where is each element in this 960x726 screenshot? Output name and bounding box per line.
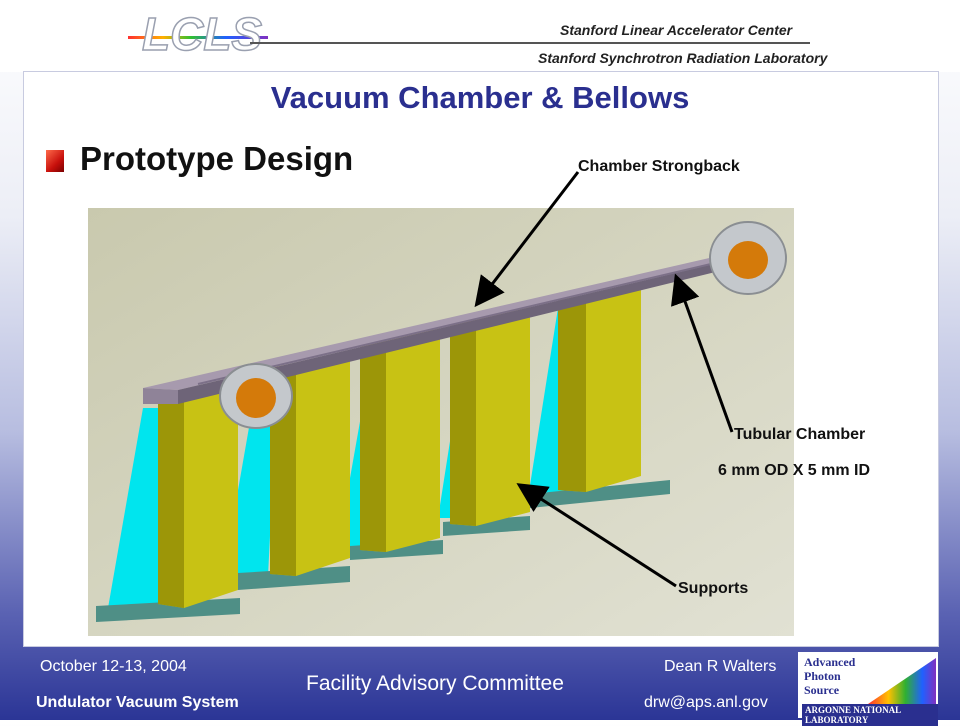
footer-presenter: Dean R Walters: [664, 658, 777, 675]
footer-email: drw@aps.anl.gov: [644, 694, 768, 711]
callout-tubular-chamber: Tubular Chamber: [734, 426, 866, 443]
bullet-icon: [46, 150, 64, 172]
svg-text:LCLS: LCLS: [142, 8, 262, 60]
strongback-groove: [197, 259, 729, 385]
slide-subtitle: Prototype Design: [80, 140, 354, 177]
prototype-render: [88, 208, 794, 636]
support-plate-edge: [360, 338, 386, 552]
footer-date: October 12-13, 2004: [40, 658, 187, 675]
chamber-strongback: [143, 256, 748, 390]
support-base: [96, 598, 240, 622]
header-band: LCLS Stanford Linear Accelerator Center …: [0, 0, 960, 72]
footer-committee: Facility Advisory Committee: [306, 672, 564, 695]
aps-logo-lab: ARGONNE NATIONAL LABORATORY: [802, 704, 938, 726]
org-line-2: Stanford Synchrotron Radiation Laborator…: [538, 50, 828, 66]
callout-tubular-dimensions: 6 mm OD X 5 mm ID: [718, 462, 871, 479]
support-plate-edge: [450, 316, 476, 526]
aps-logo-line-2: Photon: [804, 669, 841, 683]
support-base: [238, 566, 350, 590]
callout-supports: Supports: [678, 580, 749, 597]
flange-near-core: [236, 378, 276, 418]
aps-logo-line-1: Advanced: [804, 655, 856, 669]
header-divider: [250, 42, 810, 44]
chamber-strongback-side: [178, 256, 748, 404]
support-plate-edge: [158, 400, 184, 608]
flange-far-core: [728, 241, 768, 279]
org-line-1: Stanford Linear Accelerator Center: [560, 22, 793, 38]
support-plate-edge: [558, 296, 586, 492]
slide-title: Vacuum Chamber & Bellows: [270, 80, 690, 115]
lcls-logo: LCLS: [128, 7, 268, 61]
aps-rainbow-icon: [868, 658, 936, 704]
aps-logo: Advanced Photon Source ARGONNE NATIONAL …: [798, 652, 938, 726]
support-shadow: [108, 408, 163, 608]
chamber-strongback-end: [143, 388, 178, 404]
callout-strongback: Chamber Strongback: [578, 158, 740, 175]
footer-system: Undulator Vacuum System: [36, 694, 239, 711]
aps-logo-line-3: Source: [804, 683, 840, 697]
